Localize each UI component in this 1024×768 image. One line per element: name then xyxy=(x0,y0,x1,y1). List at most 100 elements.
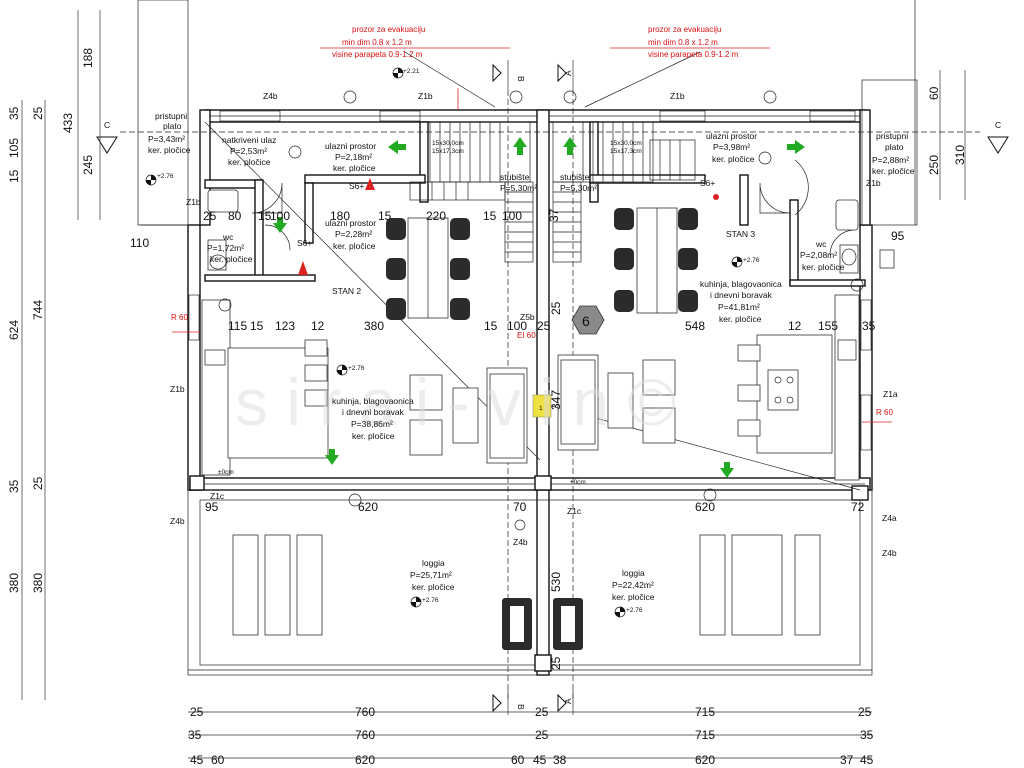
svg-text:15: 15 xyxy=(483,209,497,223)
svg-text:Z1b: Z1b xyxy=(418,91,433,101)
svg-text:Z4b: Z4b xyxy=(882,548,897,558)
room-stubiste-right: stubište P=5,30m² xyxy=(560,172,597,193)
svg-text:ker. pločice: ker. pločice xyxy=(210,254,253,264)
svg-text:+2.21: +2.21 xyxy=(403,68,420,75)
svg-text:70: 70 xyxy=(513,500,527,514)
room-ulazni-prostor-right: ulazni prostor P=3,98m² ker. pločice xyxy=(706,131,757,164)
svg-text:ulazni prostor: ulazni prostor xyxy=(325,141,376,151)
svg-text:ker. pločice: ker. pločice xyxy=(872,166,915,176)
watermark: s i r a i - v i n © xyxy=(235,365,676,439)
svg-text:12: 12 xyxy=(788,319,802,333)
svg-text:ulazni prostor: ulazni prostor xyxy=(706,131,757,141)
svg-text:ker. pločice: ker. pločice xyxy=(148,145,191,155)
svg-text:12: 12 xyxy=(311,319,325,333)
svg-text:15x30,0cm: 15x30,0cm xyxy=(610,140,642,147)
svg-text:P=38,86m²: P=38,86m² xyxy=(351,419,393,429)
svg-text:38: 38 xyxy=(553,753,567,767)
svg-text:620: 620 xyxy=(358,500,378,514)
svg-text:760: 760 xyxy=(355,705,375,719)
svg-text:Z4b: Z4b xyxy=(170,516,185,526)
evacuation-note-right: prozor za evakuaciju min dim 0.8 x 1.2 m… xyxy=(648,25,739,59)
svg-text:15: 15 xyxy=(258,209,272,223)
svg-text:pristupni: pristupni xyxy=(155,111,187,121)
svg-text:95: 95 xyxy=(891,229,905,243)
left-dimensions: 188 433 35 245 105 15 25 744 624 35 25 3… xyxy=(7,48,95,593)
dining-right xyxy=(614,207,698,314)
room-loggia-right: loggia P=22,42m² ker. pločice xyxy=(612,568,655,602)
svg-text:P=2,28m²: P=2,28m² xyxy=(335,229,372,239)
svg-text:15x17,3cm: 15x17,3cm xyxy=(432,148,464,155)
svg-text:ker. pločice: ker. pločice xyxy=(228,157,271,167)
svg-text:110: 110 xyxy=(130,236,149,250)
svg-text:25: 25 xyxy=(549,656,563,670)
room-pristupni-plato-left: pristupni plato P=3,43m² ker. pločice xyxy=(148,111,191,155)
svg-text:ker. pločice: ker. pločice xyxy=(802,262,845,272)
stair-notes: 15x30,0cm 15x17,3cm 15x30,0cm 15x17,3cm xyxy=(432,140,642,155)
svg-text:15: 15 xyxy=(378,209,392,223)
svg-text:+2.76: +2.76 xyxy=(626,607,643,614)
highlight-marker-label: 1 xyxy=(539,405,543,412)
light-fixtures xyxy=(218,90,864,531)
svg-text:kuhinja, blagovaonica: kuhinja, blagovaonica xyxy=(332,396,414,406)
svg-text:Z1c: Z1c xyxy=(210,491,225,501)
svg-text:715: 715 xyxy=(695,728,715,742)
svg-text:25: 25 xyxy=(537,319,551,333)
dimension-lines xyxy=(21,10,966,759)
room-kuhinja-right: kuhinja, blagovaonica i dnevni boravak P… xyxy=(700,279,782,324)
svg-text:Z4a: Z4a xyxy=(882,513,897,523)
svg-text:123: 123 xyxy=(275,319,295,333)
svg-text:visine parapeta 0.9-1.2 m: visine parapeta 0.9-1.2 m xyxy=(648,50,739,59)
svg-text:60: 60 xyxy=(511,753,525,767)
svg-text:620: 620 xyxy=(355,753,375,767)
svg-text:wc: wc xyxy=(222,232,234,242)
svg-text:min dim 0.8 x 1.2 m: min dim 0.8 x 1.2 m xyxy=(342,38,412,47)
loggia-furniture xyxy=(232,534,821,650)
svg-text:pristupni: pristupni xyxy=(876,131,908,141)
svg-text:P=5,30m²: P=5,30m² xyxy=(560,183,597,193)
svg-text:25: 25 xyxy=(190,705,204,719)
svg-text:25: 25 xyxy=(203,209,217,223)
svg-text:25: 25 xyxy=(858,705,872,719)
svg-text:180: 180 xyxy=(330,209,350,223)
highlight-marker xyxy=(532,394,552,418)
fire-extinguisher-icons xyxy=(298,178,719,275)
svg-text:45: 45 xyxy=(190,753,204,767)
wall-tags: Z4b Z1b Z1b Z1b Z1b Z1b Z1a Z1c Z1c Z4b … xyxy=(170,91,898,558)
svg-text:i dnevni boravak: i dnevni boravak xyxy=(342,407,405,417)
svg-text:Z4b: Z4b xyxy=(263,91,278,101)
svg-text:S6+: S6+ xyxy=(297,238,312,248)
room-stubiste-left: stubište P=5,30m² xyxy=(500,172,537,193)
svg-text:347: 347 xyxy=(549,390,563,410)
svg-text:60: 60 xyxy=(211,753,225,767)
svg-text:loggia: loggia xyxy=(422,558,445,568)
svg-text:620: 620 xyxy=(695,500,715,514)
svg-text:155: 155 xyxy=(818,319,838,333)
svg-text:380: 380 xyxy=(364,319,384,333)
svg-text:72: 72 xyxy=(851,500,865,514)
badge-number: 6 xyxy=(582,313,590,329)
svg-text:±0cm: ±0cm xyxy=(570,479,586,486)
stair-right xyxy=(552,121,696,263)
svg-text:45: 45 xyxy=(860,753,874,767)
svg-text:624: 624 xyxy=(7,320,21,340)
svg-text:kuhinja, blagovaonica: kuhinja, blagovaonica xyxy=(700,279,782,289)
dining-left xyxy=(386,217,470,320)
svg-text:250: 250 xyxy=(927,155,941,175)
svg-text:+2.76: +2.76 xyxy=(743,257,760,264)
svg-text:min dim 0.8 x 1.2 m: min dim 0.8 x 1.2 m xyxy=(648,38,718,47)
svg-text:380: 380 xyxy=(31,573,45,593)
svg-text:EI 60: EI 60 xyxy=(517,331,536,340)
svg-text:15: 15 xyxy=(250,319,264,333)
svg-text:plato: plato xyxy=(885,142,904,152)
svg-text:P=25,71m²: P=25,71m² xyxy=(410,570,452,580)
kitchen-left xyxy=(201,299,329,476)
svg-text:744: 744 xyxy=(31,300,45,320)
evacuation-note-lines xyxy=(172,47,892,423)
svg-text:Z1b: Z1b xyxy=(670,91,685,101)
svg-text:60: 60 xyxy=(927,86,941,100)
svg-text:S6+: S6+ xyxy=(349,181,364,191)
svg-text:P=2,18m²: P=2,18m² xyxy=(335,152,372,162)
svg-text:stubište: stubište xyxy=(500,172,530,182)
svg-text:C: C xyxy=(995,120,1001,130)
